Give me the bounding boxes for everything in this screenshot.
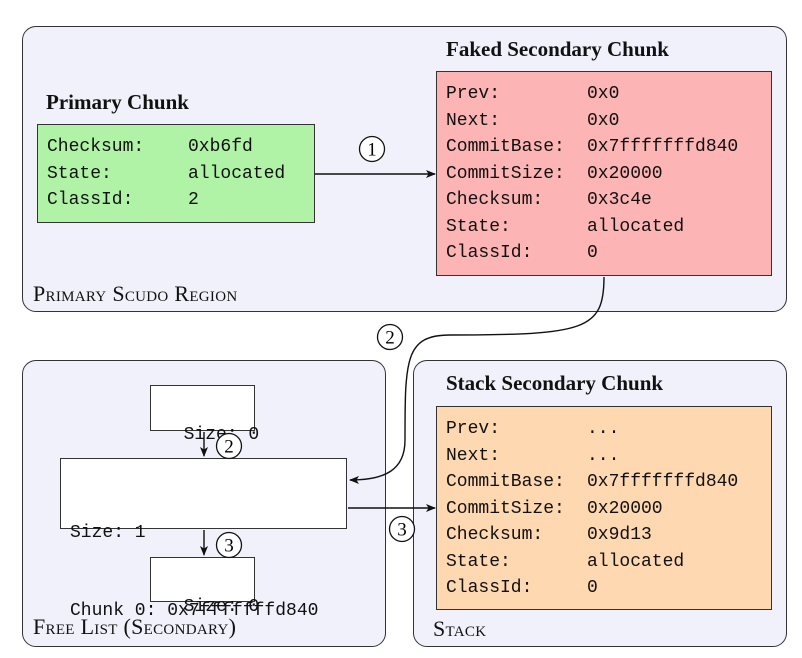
field-key: Prev:: [446, 84, 501, 104]
svg-text:1: 1: [367, 140, 377, 161]
field-value: 0x0: [587, 110, 620, 131]
field-row: ClassId: 2: [47, 187, 314, 214]
field-key: Checksum:: [446, 525, 544, 545]
field-row: CommitSize: 0x20000: [446, 496, 771, 523]
faked-chunk-title: Faked Secondary Chunk: [446, 37, 669, 61]
field-key: Next:: [446, 445, 501, 466]
step-2-marker-path: 2: [376, 323, 404, 351]
field-row: ClassId: 0: [446, 575, 771, 602]
middle-node-chunk: Chunk 0: 0x7fffffffd840: [70, 601, 318, 621]
field-row: Prev: 0x0: [446, 81, 771, 108]
free-list-bottom-node: Size: 0: [150, 557, 259, 617]
field-row: CommitSize: 0x20000: [446, 161, 771, 188]
field-value: allocated: [587, 216, 685, 237]
field-key: Next:: [446, 110, 501, 131]
stack-region-label: Stack: [433, 616, 487, 641]
field-value: 0x20000: [587, 498, 663, 519]
svg-text:2: 2: [224, 437, 234, 458]
svg-text:3: 3: [224, 536, 234, 557]
field-row: Next:...: [446, 443, 771, 470]
field-key: CommitBase:: [446, 472, 565, 492]
field-value: 0x7fffffffd840: [587, 137, 739, 157]
field-key: Checksum:: [446, 190, 544, 210]
arrow-step-2-insert: [349, 276, 605, 484]
free-list-middle-node: Size: 1 Chunk 0: 0x7fffffffd840: [60, 458, 347, 621]
field-value: allocated: [188, 163, 286, 184]
field-value: 0x3c4e: [587, 190, 652, 210]
field-row: Checksum: 0xb6fd: [47, 134, 314, 161]
svg-text:2: 2: [385, 328, 395, 349]
field-value: 0: [587, 578, 598, 598]
field-value: 0x0: [587, 84, 620, 104]
step-3-marker-list: 3: [215, 531, 243, 559]
field-value: 0: [587, 243, 598, 263]
field-key: Prev:: [446, 419, 501, 439]
field-value: 2: [188, 190, 199, 210]
field-key: State:: [446, 216, 511, 237]
primary-region-label: Primary Scudo Region: [33, 281, 238, 306]
field-row: State: allocated: [446, 214, 771, 241]
field-key: State:: [47, 163, 112, 184]
field-value: ...: [587, 445, 620, 466]
field-key: CommitSize:: [446, 498, 565, 519]
field-row: Prev:...: [446, 416, 771, 443]
svg-text:3: 3: [397, 520, 407, 541]
stack-secondary-chunk-box: Prev:...Next:...CommitBase:0x7fffffffd84…: [436, 406, 772, 610]
field-row: Next: 0x0: [446, 108, 771, 135]
step-3-marker-path: 3: [388, 515, 416, 543]
field-key: ClassId:: [446, 578, 533, 598]
field-value: ...: [587, 419, 620, 439]
field-value: 0x7fffffffd840: [587, 472, 739, 492]
field-value: 0x9d13: [587, 525, 652, 545]
field-key: State:: [446, 551, 511, 572]
field-key: ClassId:: [47, 190, 134, 210]
field-row: CommitBase: 0x7fffffffd840: [446, 469, 771, 496]
primary-chunk-title: Primary Chunk: [46, 90, 189, 114]
field-row: State: allocated: [47, 161, 314, 188]
field-key: Checksum:: [47, 137, 145, 157]
field-value: 0xb6fd: [188, 137, 253, 157]
field-row: CommitBase: 0x7fffffffd840: [446, 134, 771, 161]
field-value: 0x20000: [587, 163, 663, 184]
field-key: CommitSize:: [446, 163, 565, 184]
step-2-marker-list: 2: [215, 432, 243, 460]
stack-chunk-title: Stack Secondary Chunk: [446, 371, 664, 395]
field-value: allocated: [587, 551, 685, 572]
middle-node-size: Size: 1: [70, 523, 146, 543]
field-key: ClassId:: [446, 243, 533, 263]
step-1-marker: 1: [358, 135, 386, 163]
field-row: State: allocated: [446, 549, 771, 576]
field-key: CommitBase:: [446, 137, 565, 157]
free-list-region-label: Free List (Secondary): [33, 614, 237, 639]
bottom-node-size: Size: 0: [183, 597, 260, 617]
free-list-top-node: Size: 0: [150, 385, 259, 445]
field-row: ClassId: 0: [446, 240, 771, 267]
field-row: Checksum: 0x3c4e: [446, 187, 771, 214]
field-row: Checksum: 0x9d13: [446, 522, 771, 549]
